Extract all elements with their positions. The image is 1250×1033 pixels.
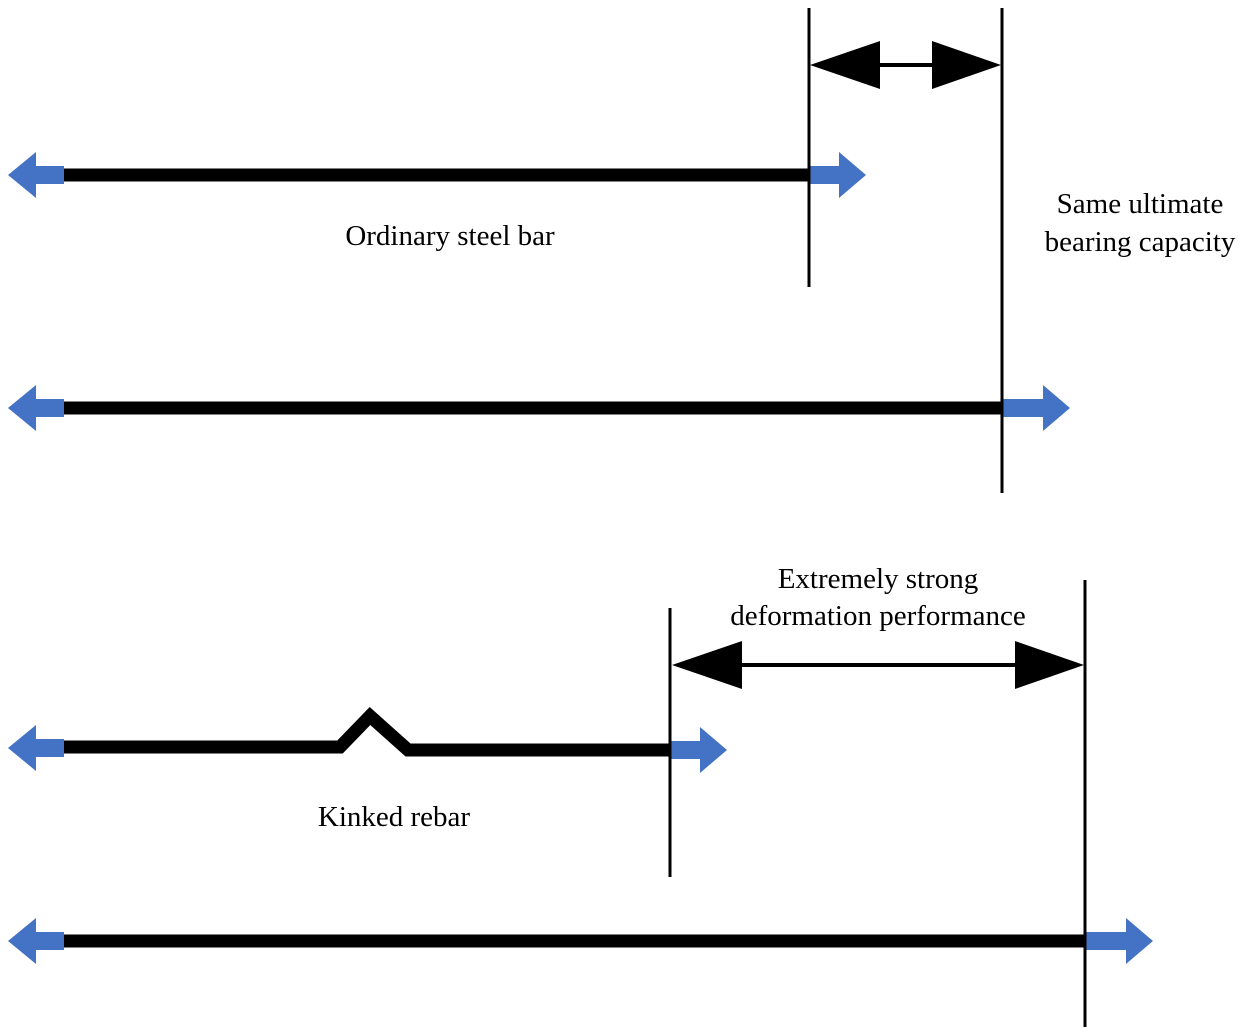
force-arrow-right-3 (670, 727, 727, 773)
force-arrow-left-1 (8, 152, 64, 198)
force-arrow-right-1 (810, 152, 866, 198)
deformation-dimension-head-left (672, 641, 742, 689)
deformation-label-line1: Extremely strong (778, 563, 979, 595)
kinked-bar (62, 706, 670, 757)
kinked-bar-label: Kinked rebar (318, 801, 471, 833)
capacity-dimension-head-left (810, 41, 880, 89)
force-arrow-right-4 (1086, 918, 1153, 964)
capacity-dimension-head-right (932, 41, 1001, 89)
force-arrow-left-3 (8, 725, 64, 771)
deformation-dimension-head-right (1015, 641, 1084, 689)
ordinary-bar-label: Ordinary steel bar (345, 220, 555, 252)
force-arrow-left-2 (8, 385, 64, 431)
force-arrow-right-2 (1003, 385, 1070, 431)
force-arrow-left-4 (8, 918, 64, 964)
deformation-label-line2: deformation performance (730, 600, 1026, 632)
same-capacity-label-line1: Same ultimate (1057, 188, 1224, 220)
same-capacity-label-line2: bearing capacity (1045, 226, 1236, 258)
